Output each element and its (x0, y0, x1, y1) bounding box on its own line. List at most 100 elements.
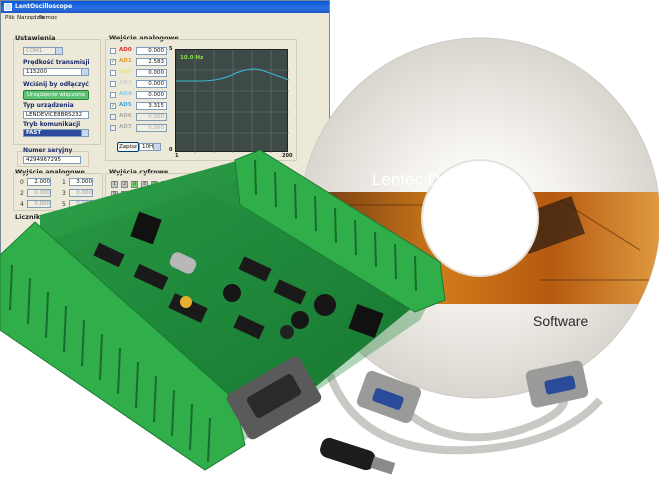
channel-name-ad4: AD4 (119, 91, 132, 97)
comm-mode-label: Tryb komunikacji (23, 121, 81, 128)
channel-value-ad3: 0.000 (136, 80, 167, 88)
menubar: Plik Narzędzia Pomoc (1, 13, 329, 23)
rate-select[interactable]: 10Hz (139, 143, 161, 151)
menu-file[interactable]: Plik (5, 15, 15, 21)
aout-idx-2: 2 (20, 190, 24, 197)
digital-output-button[interactable]: 10 (121, 191, 128, 198)
aout-field-5[interactable]: 0.000 (69, 200, 93, 208)
channel-value-ad5: 3.315 (136, 102, 167, 110)
digital-inputs-frame (203, 173, 297, 235)
window-titlebar[interactable]: LentOscilloscope (1, 1, 329, 13)
channel-value-ad4: 0.000 (136, 91, 167, 99)
digital-output-button[interactable]: 3 (131, 181, 138, 188)
digital-output-button[interactable]: 9 (111, 191, 118, 198)
device-type-field[interactable]: LENDEVICE8BRS232 (23, 111, 89, 119)
menu-help[interactable]: Pomoc (39, 15, 58, 21)
channel-name-ad5: AD5 (119, 102, 132, 108)
connect-button[interactable]: Urządzenie włączone (23, 90, 89, 100)
device-type-label: Typ urządzenia (23, 102, 74, 109)
aout-field-2[interactable]: 0.000 (27, 189, 51, 197)
serial-field: 4294967295 (23, 156, 81, 164)
power-plug (320, 437, 396, 475)
plot-y-max: 5 (169, 46, 173, 52)
digital-status-label: Stan (117, 223, 131, 230)
digital-output-button[interactable]: 24 (181, 201, 188, 208)
digital-output-button[interactable]: 11 (131, 191, 138, 198)
digital-output-button[interactable]: 15 (171, 191, 178, 198)
comm-mode-select[interactable]: FAST (23, 129, 89, 137)
aout-field-0[interactable]: 2.000 (27, 178, 51, 186)
port-select[interactable]: COM1 (23, 47, 63, 55)
channel-name-ad2: AD2 (119, 69, 132, 75)
settings-title: Ustawienia (15, 34, 56, 42)
aout-field-4[interactable]: 0.000 (27, 200, 51, 208)
digital-output-button[interactable]: 8 (181, 181, 188, 188)
channel-checkbox-ad0[interactable] (110, 48, 116, 54)
plot-x-max: 200 (282, 153, 293, 159)
app-icon (4, 3, 12, 11)
channel-name-ad3: AD3 (119, 80, 132, 86)
aout-idx-1: 1 (62, 179, 66, 186)
digital-output-button[interactable]: 12 (141, 191, 148, 198)
channel-checkbox-ad3[interactable] (110, 81, 116, 87)
aout-field-1[interactable]: 3.000 (69, 178, 93, 186)
digital-output-button[interactable]: 21 (151, 201, 158, 208)
analog-inputs-title: Wejście analogowe (109, 34, 179, 42)
cd-title: Lentec Design (372, 170, 481, 189)
digital-output-button[interactable]: 2 (121, 181, 128, 188)
channel-value-ad1: 2.583 (136, 58, 167, 66)
plot-x-min: 1 (175, 153, 179, 159)
channel-checkbox-ad6[interactable] (110, 114, 116, 120)
app-window: LentOscilloscope Plik Narzędzia Pomoc Us… (0, 0, 330, 262)
channel-value-ad7: 0.000 (136, 124, 167, 132)
baud-select[interactable]: 115200 (23, 68, 89, 76)
aout-idx-3: 3 (62, 190, 66, 197)
plot-freq-label: 10.0 Hz (180, 55, 204, 61)
plot-y-min: 0 (169, 147, 173, 153)
counter-title: Licznik (15, 213, 41, 221)
digital-output-button[interactable]: 16 (181, 191, 188, 198)
channel-checkbox-ad2[interactable] (110, 70, 116, 76)
counter-reset-button[interactable]: Zeruj (63, 228, 95, 238)
channel-value-ad6: 0.000 (136, 113, 167, 121)
channel-name-ad1: AD1 (119, 58, 132, 64)
digital-output-button[interactable]: 17 (111, 201, 118, 208)
connect-label: Wciśnij by odłączyć (23, 81, 89, 88)
digital-output-button[interactable]: 18 (121, 201, 128, 208)
scope-grid (176, 50, 290, 153)
channel-name-ad0: AD0 (119, 47, 132, 53)
channel-name-ad6: AD6 (119, 113, 132, 119)
serial-cable (326, 360, 603, 455)
channel-checkbox-ad7[interactable] (110, 125, 116, 131)
counter-fetch-button[interactable]: Pobierz (63, 217, 95, 227)
settings-frame (13, 39, 101, 145)
channel-checkbox-ad5[interactable]: ✓ (110, 103, 116, 109)
digital-output-button[interactable]: 14 (161, 191, 168, 198)
menu-tools[interactable]: Narzędzia (17, 15, 45, 21)
cd-subtitle: Software (533, 313, 589, 329)
digital-output-button[interactable]: 6 (161, 181, 168, 188)
digital-output-button[interactable]: 13 (151, 191, 158, 198)
scope-plot[interactable]: 10.0 Hz (175, 49, 290, 153)
cd-disc (299, 37, 659, 399)
save-button[interactable]: Zapisz (117, 142, 139, 152)
db9-connector-left (356, 370, 422, 424)
channel-value-ad0: 0.000 (136, 47, 167, 55)
digital-output-button[interactable]: 22 (161, 201, 168, 208)
digital-output-button[interactable]: 4 (141, 181, 148, 188)
channel-name-ad7: AD7 (119, 124, 132, 130)
digital-output-button[interactable]: 20 (141, 201, 148, 208)
aout-idx-4: 4 (20, 201, 24, 208)
digital-output-button[interactable]: 7 (171, 181, 178, 188)
window-title: LentOscilloscope (15, 3, 73, 10)
digital-output-button[interactable]: 5 (151, 181, 158, 188)
aout-idx-5: 5 (62, 201, 66, 208)
aout-field-3[interactable]: 0.000 (69, 189, 93, 197)
serial-label: Numer seryjny (23, 147, 73, 154)
digital-output-button[interactable]: 1 (111, 181, 118, 188)
channel-checkbox-ad1[interactable]: ✓ (110, 59, 116, 65)
channel-checkbox-ad4[interactable] (110, 92, 116, 98)
baud-label: Prędkość transmisji (23, 59, 90, 66)
digital-output-button[interactable]: 23 (171, 201, 178, 208)
digital-output-button[interactable]: 19 (131, 201, 138, 208)
